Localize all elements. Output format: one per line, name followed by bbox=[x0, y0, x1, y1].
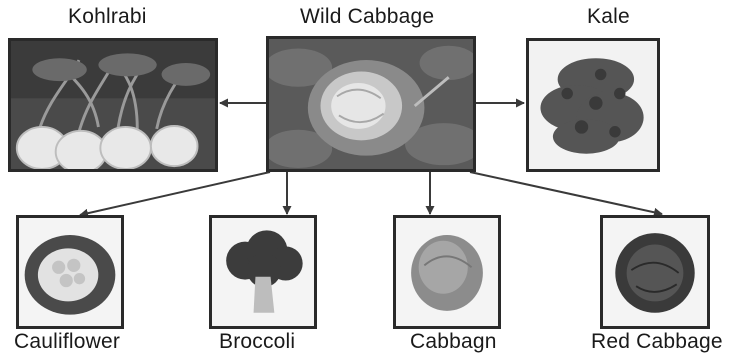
label-wild-cabbage: Wild Cabbage bbox=[300, 6, 434, 27]
kohlrabi-image bbox=[8, 38, 218, 172]
label-kale: Kale bbox=[587, 6, 630, 27]
cauliflower-image bbox=[16, 215, 124, 329]
label-kohlrabi: Kohlrabi bbox=[68, 6, 147, 27]
label-cauliflower: Cauliflower bbox=[14, 331, 120, 352]
cabbage-image bbox=[393, 215, 501, 329]
broccoli-image bbox=[209, 215, 317, 329]
label-broccoli: Broccoli bbox=[219, 331, 295, 352]
label-red-cabbage: Red Cabbage bbox=[591, 331, 723, 352]
wild-cabbage-image bbox=[266, 36, 476, 172]
arrow-to-red-cabbage bbox=[470, 172, 662, 214]
red-cabbage-image bbox=[600, 215, 710, 329]
arrow-to-cauliflower bbox=[80, 172, 270, 215]
label-cabbage: Cabbagn bbox=[410, 331, 497, 352]
kale-image bbox=[526, 38, 660, 172]
